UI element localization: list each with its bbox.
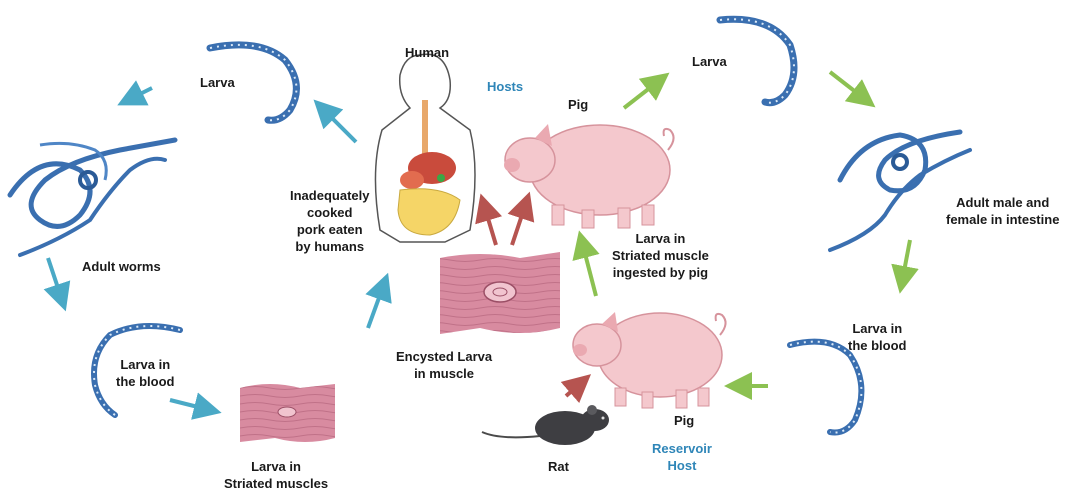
- arrow-muscles-to-human: [368, 284, 384, 328]
- label-larva-blood-right: Larva in the blood: [848, 320, 907, 354]
- label-rat: Rat: [548, 458, 569, 475]
- label-hosts: Hosts: [487, 78, 523, 95]
- label-adult-male-female: Adult male and female in intestine: [946, 194, 1059, 228]
- label-pig-top: Pig: [568, 96, 588, 113]
- arrow-adult-worms-down: [48, 258, 62, 300]
- pig-top-image: [504, 124, 674, 228]
- arrow-pig-to-larva: [624, 80, 660, 108]
- arrow-pig-up-to-pig: [582, 242, 596, 296]
- label-human: Human: [405, 44, 449, 61]
- larva-top-right-image: [720, 19, 794, 102]
- label-larva-striated-muscles: Larva in Striated muscles: [224, 458, 328, 492]
- label-encysted-larva: Encysted Larva in muscle: [396, 348, 492, 382]
- label-adult-worms: Adult worms: [82, 258, 161, 275]
- label-pig-bottom: Pig: [674, 412, 694, 429]
- larva-blood-right-image: [790, 342, 861, 433]
- human-torso-image: [375, 54, 475, 242]
- label-inadequately-cooked: Inadequately cooked pork eaten by humans: [290, 187, 369, 255]
- arrow-rat-to-pig: [566, 382, 582, 396]
- arrow-muscle-to-human: [484, 205, 496, 245]
- arrow-larva-to-adult-worms: [128, 88, 152, 100]
- label-reservoir-host: Reservoir Host: [652, 440, 712, 474]
- label-larva-striated-pig: Larva in Striated muscle ingested by pig: [612, 230, 709, 281]
- arrow-larva-to-adults: [830, 72, 866, 100]
- arrow-human-to-larva: [322, 108, 356, 142]
- adult-worms-image: [10, 140, 175, 255]
- arrow-blood-to-muscles: [170, 400, 210, 410]
- muscle-tissue-small-image: [240, 384, 335, 442]
- arrow-muscle-to-pig: [512, 203, 526, 245]
- rat-image: [482, 405, 609, 445]
- adult-male-female-worms-image: [830, 132, 970, 250]
- arrow-adults-to-blood: [902, 240, 910, 282]
- encysted-larva-muscle-image: [440, 252, 560, 334]
- label-larva-blood-left: Larva in the blood: [116, 356, 175, 390]
- label-larva-top-left: Larva: [200, 74, 235, 91]
- label-larva-top-right: Larva: [692, 53, 727, 70]
- pig-bottom-image: [573, 312, 726, 408]
